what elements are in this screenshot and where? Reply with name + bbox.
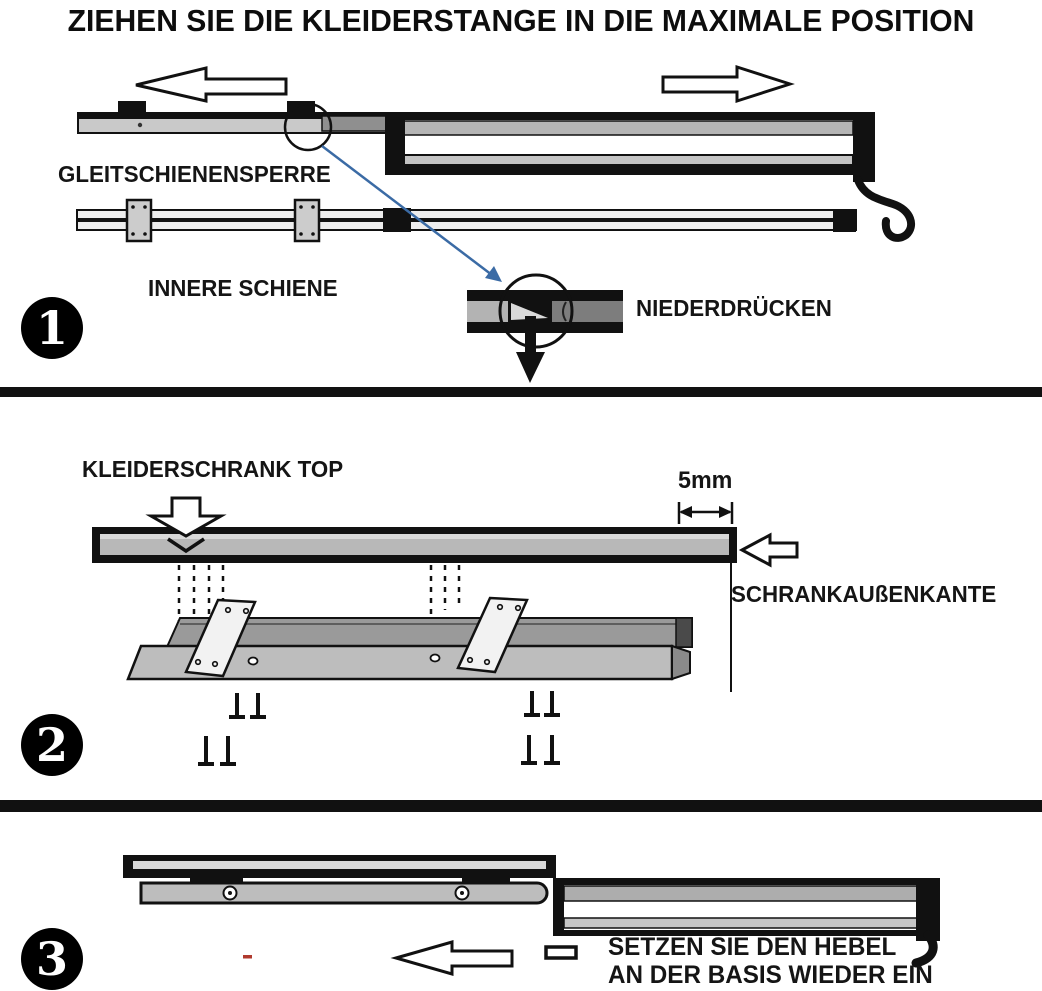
press-down-label: NIEDERDRÜCKEN [636,295,832,321]
slide-lock-label: GLEITSCHIENENSPERRE [58,161,331,187]
section-divider [0,800,1042,812]
wardrobe-top-label: KLEIDERSCHRANK TOP [82,456,344,482]
lever-hook [854,176,916,242]
gap-label: 5mm [678,467,733,494]
step-1-badge: 1 [21,297,83,359]
slide-lock-plate [125,198,153,243]
mounted-rail-assembly [123,855,556,905]
base-rail-segment [553,878,940,968]
outer-edge-label: SCHRANKAUßENKANTE [731,581,997,607]
insert-down-arrow-icon [145,496,227,554]
rail-assembly [126,596,693,681]
arrow-right-icon [661,64,795,104]
arrow-left-icon [135,66,288,103]
lock-detail-view [467,273,623,383]
detail-callout-circle [283,102,333,152]
press-down-arrow-icon [516,316,545,383]
gap-dimension [677,502,734,524]
slide-lock-block [118,101,146,115]
latch-piece [544,945,578,960]
section-divider [0,387,1042,397]
step-3-badge: 3 [21,928,83,990]
red-mark [243,955,252,959]
mounting-bracket [456,596,529,674]
wardrobe-top-board [92,527,737,563]
lever-hook [911,930,938,968]
outer-rail [385,112,916,242]
arrow-left-icon [390,940,514,976]
callout-arrow-blue [321,145,502,282]
step3-diagram [123,855,940,976]
edge-arrow-left-icon [738,532,799,568]
upper-rail-inner-section [77,101,389,152]
slide-lock-plate [293,198,321,243]
inner-rail-label: INNERE SCHIENE [148,275,338,301]
step-2-badge: 2 [21,714,83,776]
page-title: ZIEHEN SIE DIE KLEIDERSTANGE IN DIE MAXI… [67,3,975,38]
screws [198,691,560,766]
mounting-bracket [184,598,257,678]
step2-diagram [92,496,799,766]
inner-rail [76,198,857,243]
step1-diagram [76,64,916,383]
reinsert-lever-label-line1: SETZEN SIE DEN HEBEL [608,933,897,961]
reinsert-lever-label-line2: AN DER BASIS WIEDER EIN [608,961,933,989]
